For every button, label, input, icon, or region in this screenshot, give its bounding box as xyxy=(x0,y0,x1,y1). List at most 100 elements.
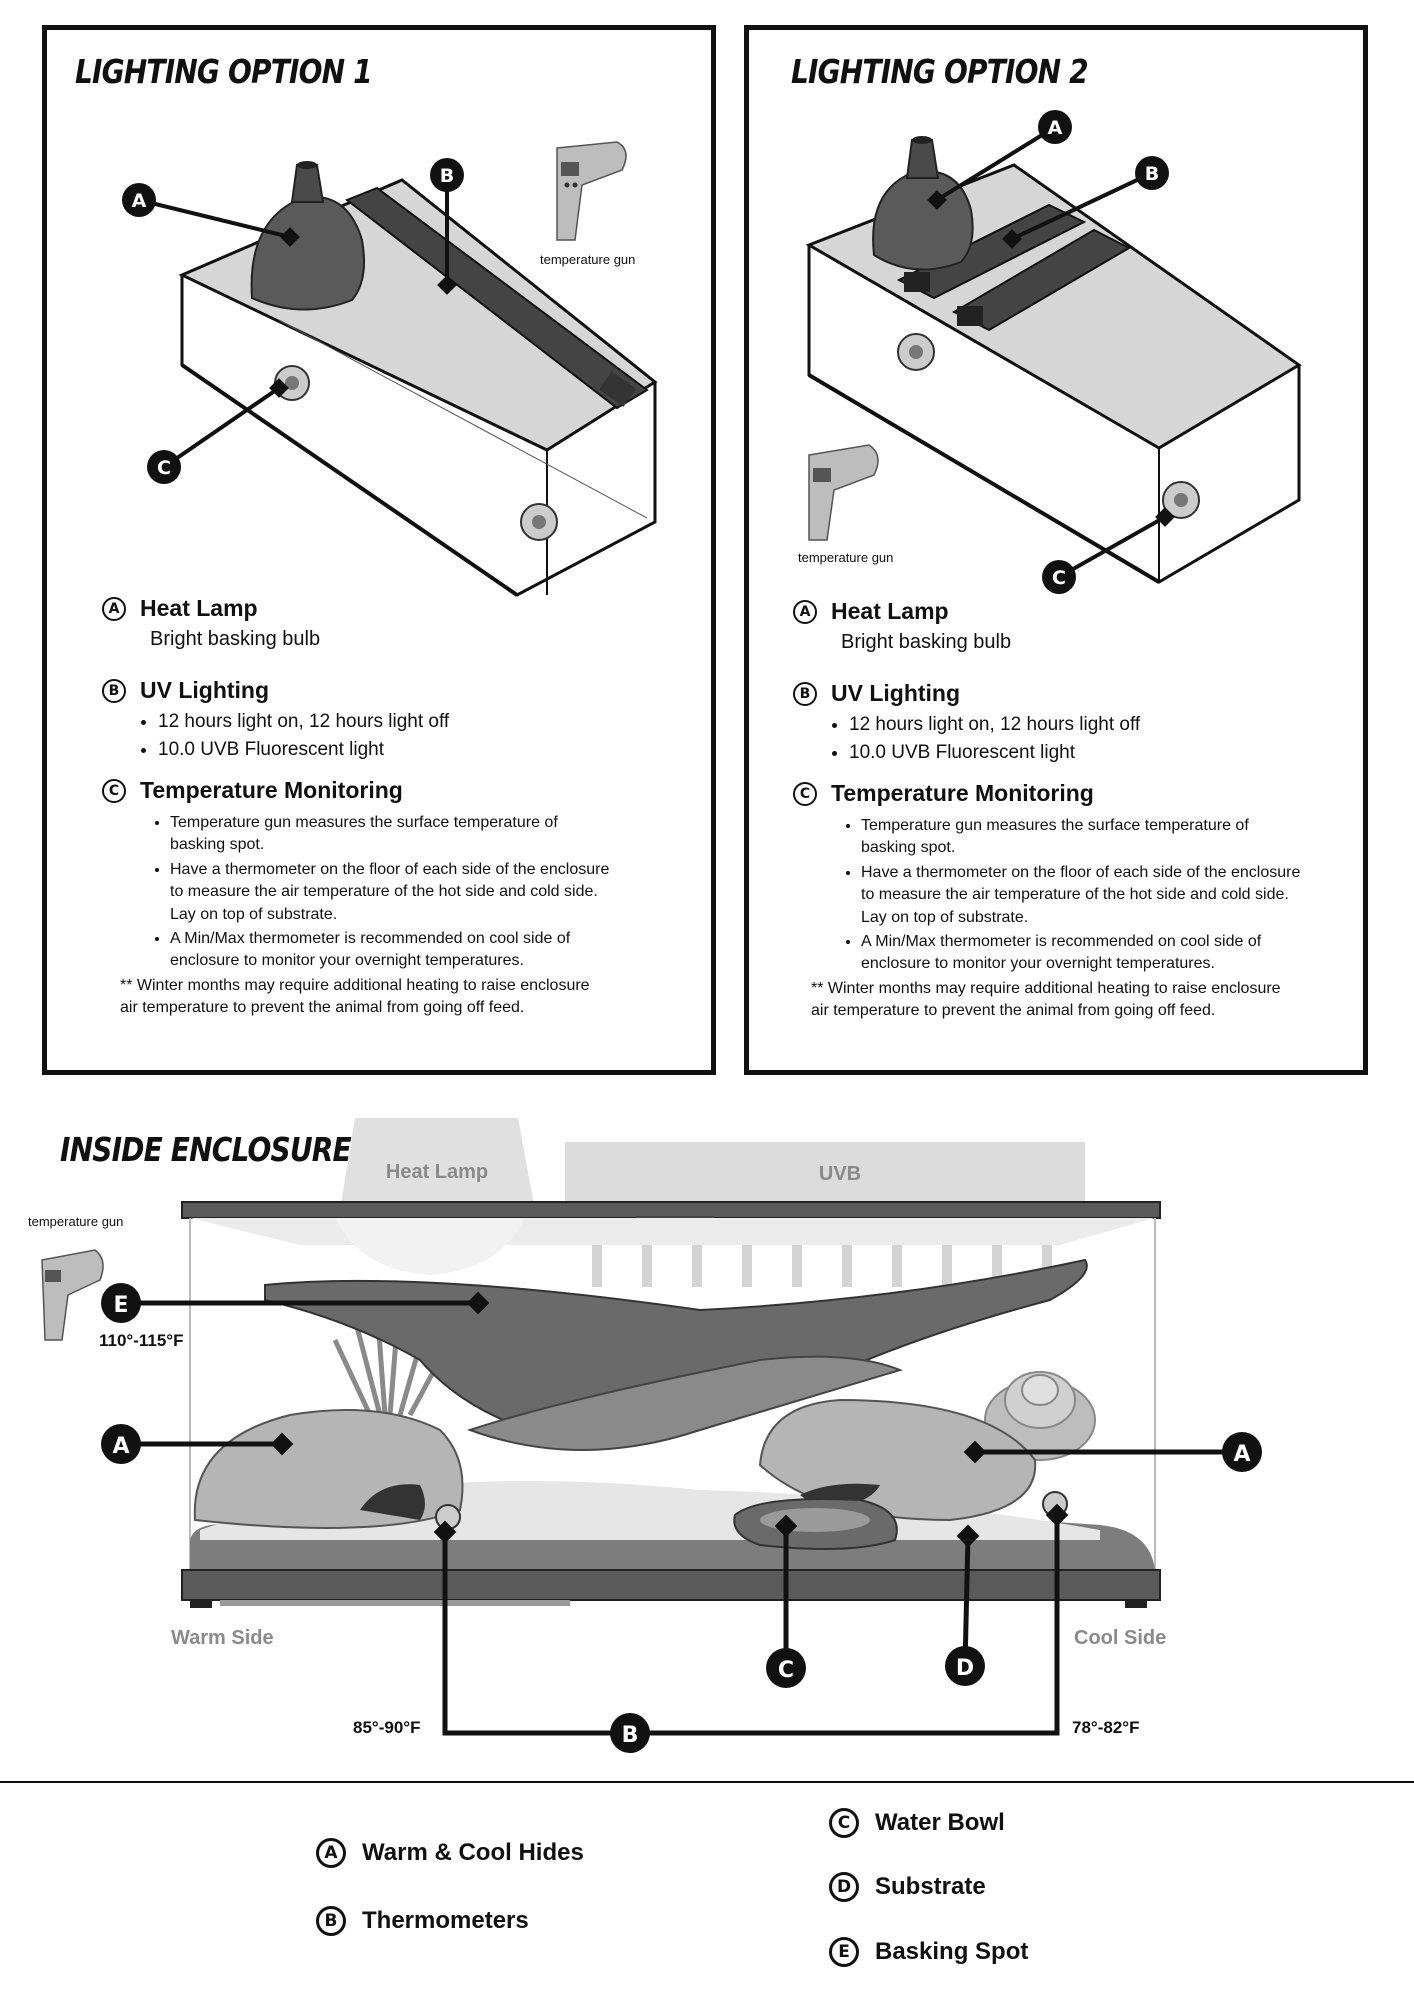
marker-a-right xyxy=(1222,1432,1262,1472)
heat-lamp-label: Heat Lamp xyxy=(386,1161,488,1183)
uvb-label: UVB xyxy=(819,1163,861,1185)
key-item-b: B Thermometers xyxy=(316,1906,529,1936)
legend-letter-a: A xyxy=(793,599,817,624)
legend-item-c: C Temperature Monitoring Temperature gun … xyxy=(793,780,1363,1023)
inside-enclosure-illustration: E A A C D B Heat Lamp UVB xyxy=(41,1118,1262,1753)
tank-illustration-2: A B C xyxy=(805,110,1302,594)
key-label: Water Bowl xyxy=(875,1809,1005,1836)
legend-bullet: 10.0 UVB Fluorescent light xyxy=(158,736,702,764)
legend-bullet: 12 hours light on, 12 hours light off xyxy=(849,711,1363,739)
legend-sub: Bright basking bulb xyxy=(841,631,1012,653)
key-label: Thermometers xyxy=(362,1907,529,1934)
marker-e xyxy=(101,1283,141,1323)
basking-temperature: 110°-115°F xyxy=(99,1331,184,1350)
legend-bullet: Temperature gun measures the surface tem… xyxy=(861,815,1301,860)
tank-illustration-1: A B C xyxy=(122,141,658,597)
marker-b xyxy=(610,1713,650,1753)
legend-bullet: Have a thermometer on the floor of each … xyxy=(861,862,1301,929)
cool-side-label: Cool Side xyxy=(1074,1627,1167,1649)
marker-a xyxy=(122,183,156,217)
tank-lid xyxy=(181,1201,1161,1219)
key-letter: C xyxy=(829,1808,859,1838)
legend-bullet: Have a thermometer on the floor of each … xyxy=(170,859,610,926)
uv-rays xyxy=(592,1245,1052,1287)
legend-item-a: A Heat Lamp Bright basking bulb xyxy=(793,598,1363,654)
panel-title: LIGHTING OPTION 2 xyxy=(791,52,1089,91)
tank-base xyxy=(181,1569,1161,1601)
temperature-gun-label: temperature gun xyxy=(28,1214,124,1229)
lighting-option-1-panel: LIGHTING OPTION 1 A B xyxy=(42,25,716,1075)
uv-tube xyxy=(345,186,649,410)
temperature-gun-label: temperature gun xyxy=(540,252,636,267)
marker-letter: A xyxy=(112,1434,129,1459)
legend-item-b: B UV Lighting 12 hours light on, 12 hours… xyxy=(102,677,702,763)
key-label: Substrate xyxy=(875,1873,986,1900)
legend-letter-b: B xyxy=(102,678,126,703)
marker-c xyxy=(1042,560,1076,594)
legend-bullet: A Min/Max thermometer is recommended on … xyxy=(861,931,1301,976)
legend-item-b: B UV Lighting 12 hours light on, 12 hours… xyxy=(793,680,1363,766)
marker-letter: A xyxy=(1233,1442,1250,1467)
key-item-d: D Substrate xyxy=(829,1872,986,1902)
heat-lamp-fixture xyxy=(340,1118,535,1210)
legend-letter-c: C xyxy=(102,778,126,803)
legend-letter-b: B xyxy=(793,681,817,706)
temperature-gun-label: temperature gun xyxy=(798,550,894,565)
winter-note: ** Winter months may require additional … xyxy=(120,976,590,1017)
marker-letter: C xyxy=(778,1658,794,1683)
legend-title: Heat Lamp xyxy=(140,595,258,621)
key-letter: A xyxy=(316,1838,346,1868)
marker-b xyxy=(1135,156,1169,190)
lighting-option-2-panel: LIGHTING OPTION 2 A B xyxy=(744,25,1368,1075)
heat-lamp-dome xyxy=(872,170,974,271)
marker-b xyxy=(430,158,464,192)
legend-title: UV Lighting xyxy=(140,677,270,703)
marker-letter: B xyxy=(440,165,454,187)
legend-title: Temperature Monitoring xyxy=(831,780,1094,807)
key-label: Basking Spot xyxy=(875,1938,1029,1965)
temperature-gun-icon xyxy=(556,141,627,241)
warm-temperature: 85°-90°F xyxy=(353,1718,421,1737)
marker-letter: C xyxy=(1052,567,1066,589)
key-item-e: E Basking Spot xyxy=(829,1937,1028,1967)
marker-letter: D xyxy=(956,1656,974,1681)
legend-bullet: Temperature gun measures the surface tem… xyxy=(170,812,610,857)
legend-title: Heat Lamp xyxy=(831,598,949,624)
marker-c xyxy=(147,450,181,484)
marker-c xyxy=(766,1648,806,1688)
uvb-fixture xyxy=(565,1142,1085,1202)
winter-note: ** Winter months may require additional … xyxy=(811,979,1281,1020)
temperature-gun-icon xyxy=(41,1249,104,1341)
inside-enclosure-title: INSIDE ENCLOSURE xyxy=(60,1130,352,1169)
marker-letter: B xyxy=(1145,163,1159,185)
legend-item-a: A Heat Lamp Bright basking bulb xyxy=(102,595,702,651)
legend-letter-a: A xyxy=(102,596,126,621)
section-divider xyxy=(0,1781,1414,1783)
marker-letter: A xyxy=(1048,117,1063,139)
key-letter: B xyxy=(316,1906,346,1936)
heat-lamp-dome xyxy=(250,195,365,311)
temperature-gun-icon xyxy=(808,444,879,541)
legend-bullet: 12 hours light on, 12 hours light off xyxy=(158,708,702,736)
legend-bullet: A Min/Max thermometer is recommended on … xyxy=(170,928,610,973)
marker-a xyxy=(1038,110,1072,144)
legend-letter-c: C xyxy=(793,781,817,806)
cool-temperature: 78°-82°F xyxy=(1072,1718,1140,1737)
marker-letter: C xyxy=(157,457,171,479)
key-letter: E xyxy=(829,1937,859,1967)
legend-title: UV Lighting xyxy=(831,680,961,706)
warm-side-label: Warm Side xyxy=(171,1627,274,1649)
legend-2: A Heat Lamp Bright basking bulb B UV Light… xyxy=(793,598,1363,1037)
key-item-a: A Warm & Cool Hides xyxy=(316,1838,584,1868)
panel-title: LIGHTING OPTION 1 xyxy=(75,52,373,91)
marker-letter: E xyxy=(113,1293,128,1318)
key-label: Warm & Cool Hides xyxy=(362,1839,584,1866)
key-letter: D xyxy=(829,1872,859,1902)
legend-1: A Heat Lamp Bright basking bulb B UV Light… xyxy=(102,595,702,1034)
marker-a-left xyxy=(101,1424,141,1464)
marker-letter: B xyxy=(622,1723,639,1748)
thermometer-bracket xyxy=(442,1515,1060,1736)
key-item-c: C Water Bowl xyxy=(829,1808,1005,1838)
legend-sub: Bright basking bulb xyxy=(150,628,321,650)
